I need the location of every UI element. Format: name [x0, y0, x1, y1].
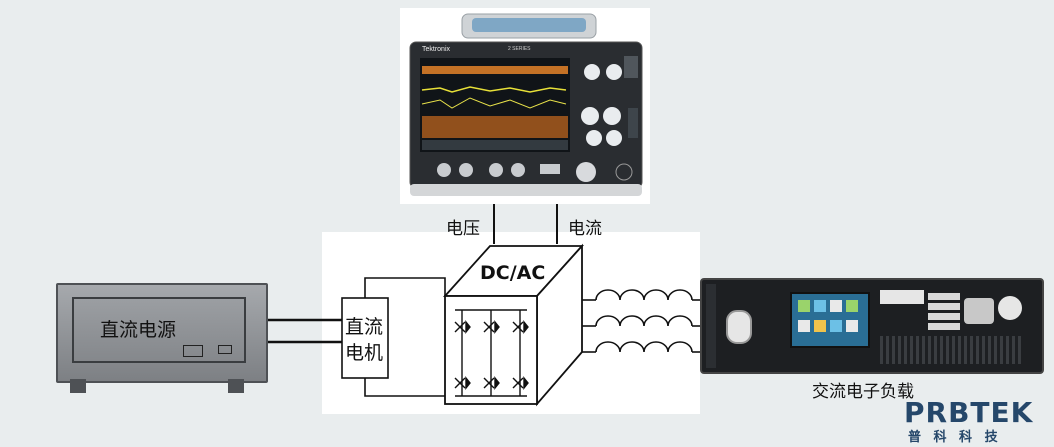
dc-supply-front-panel	[72, 297, 246, 363]
oscilloscope-image: Tektronix 2 SERIES	[400, 8, 650, 204]
dc-supply-button-1	[183, 345, 203, 357]
dc-motor-box	[341, 297, 389, 379]
ac-electronic-load	[700, 278, 1044, 374]
logo-subtext: 普 科 科 技	[908, 430, 1002, 445]
dc-supply-foot-right	[228, 379, 244, 393]
dc-motor-label-line1: 直流	[345, 316, 384, 338]
motor-wire-bottom	[364, 378, 445, 397]
dc-supply-label: 直流电源	[100, 319, 177, 341]
load-knob	[998, 296, 1022, 320]
load-power-switch	[726, 310, 752, 344]
dc-motor-label-line2: 电机	[345, 342, 384, 364]
load-vent	[880, 336, 1022, 364]
voltage-label: 电压	[446, 219, 480, 239]
dc-power-supply: 直流电源	[56, 283, 268, 383]
current-label: 电流	[568, 219, 602, 239]
switch-4	[454, 376, 471, 390]
logo-text: PRBTEK	[904, 396, 1034, 429]
oscilloscope-brand: Tektronix	[422, 46, 451, 53]
load-display-strip	[880, 290, 924, 304]
switch-6	[512, 376, 529, 390]
load-touch-screen	[790, 292, 870, 348]
dc-supply-foot-left	[70, 379, 86, 393]
load-rack-ear-left	[706, 284, 716, 368]
motor-wire-top	[364, 277, 446, 298]
oscilloscope-model: 2 SERIES	[508, 46, 531, 52]
prbtek-logo: PRBTEK 普 科 科 技	[904, 396, 1050, 446]
load-keypad	[928, 290, 960, 330]
switch-1	[454, 320, 471, 334]
oscilloscope-drawing	[409, 13, 643, 196]
switch-2	[483, 320, 500, 334]
load-nav-pad	[964, 298, 994, 324]
switch-5	[483, 376, 500, 390]
ac-load-label: 交流电子负载	[812, 382, 914, 402]
dc-supply-button-2	[218, 345, 232, 354]
switch-3	[512, 320, 529, 334]
three-phase-output	[582, 289, 704, 353]
inverter-label: DC/AC	[480, 262, 546, 284]
bridge-circuit	[454, 309, 529, 397]
